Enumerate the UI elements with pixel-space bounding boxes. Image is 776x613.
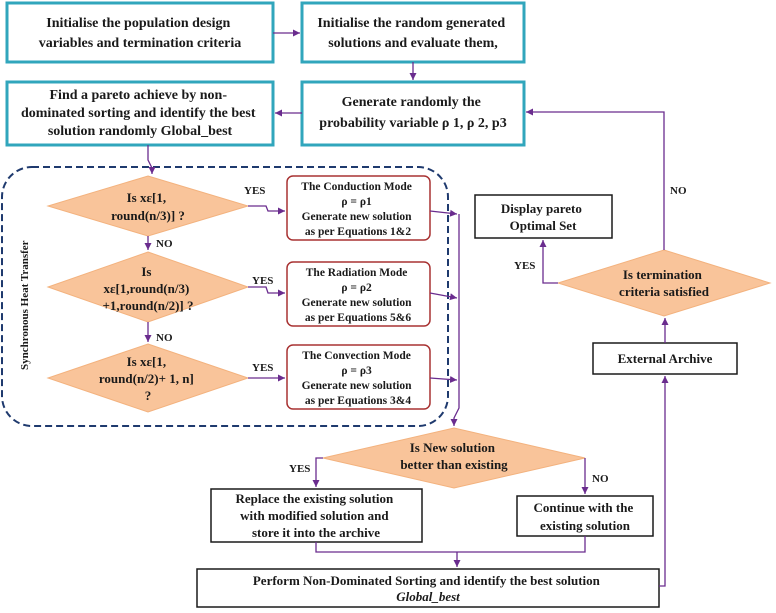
no-label-termination: NO xyxy=(670,185,687,197)
conduction-mode-box: The Conduction Mode ρ = ρ1 Generate new … xyxy=(286,175,431,241)
non-dominated-sorting-box: Perform Non-Dominated Sorting and identi… xyxy=(196,568,660,608)
convection-mode-box: The Convection Mode ρ = ρ3 Generate new … xyxy=(286,344,431,410)
no-label-new: NO xyxy=(592,473,609,485)
yes-label-d2: YES xyxy=(252,275,273,287)
svg-text:Is xε[1, round(n/2)+ 1,: Is xε[1, round(n/2)+ 1, n] ? xyxy=(99,354,197,403)
svg-text:The Conduction Mode ρ =: The Conduction Mode ρ = ρ1 Generate new … xyxy=(301,181,414,238)
display-pareto-box: Display pareto Optimal Set xyxy=(474,194,613,239)
svg-text:Initialise the random generate: Initialise the random generated solution… xyxy=(317,16,508,51)
svg-text:The Convection Mode ρ =: The Convection Mode ρ = ρ3 Generate new … xyxy=(302,350,415,407)
yes-label-new: YES xyxy=(289,463,310,475)
svg-text:Continue with the existi: Continue with the existing solution xyxy=(534,500,637,533)
svg-text:Generate randomly the pr: Generate randomly the probability variab… xyxy=(319,95,506,131)
decision-conduction: Is xε[1, round(n/3)] ? xyxy=(46,175,250,237)
svg-text:Initialise the population desi: Initialise the population design variabl… xyxy=(39,16,242,51)
side-label: Synchronous Heat Transfer xyxy=(19,240,31,370)
svg-text:Is xε[1, round(n/3)] ?: Is xε[1, round(n/3)] ? xyxy=(111,190,185,223)
init-population-box: Initialise the population design variabl… xyxy=(5,1,275,64)
new-solution-decision: Is New solution better than existing xyxy=(322,427,586,489)
continue-solution-box: Continue with the existing solution xyxy=(516,495,654,537)
termination-decision: Is termination criteria satisfied xyxy=(556,249,772,317)
svg-text:Is New solution better t: Is New solution better than existing xyxy=(400,440,508,472)
yes-label-d3: YES xyxy=(252,362,273,374)
svg-text:The Radiation Mode ρ = ρ: The Radiation Mode ρ = ρ2 Generate new s… xyxy=(302,267,415,324)
svg-text:External Archive: External Archive xyxy=(618,351,713,366)
replace-solution-box: Replace the existing solution with modif… xyxy=(210,488,423,543)
svg-text:Find a pareto achieve by non-: Find a pareto achieve by non- dominated … xyxy=(21,88,259,139)
pareto-archive-box: Find a pareto achieve by non- dominated … xyxy=(5,80,275,147)
yes-label-d1: YES xyxy=(244,185,265,197)
init-random-box: Initialise the random generated solution… xyxy=(300,1,526,64)
external-archive-box: External Archive xyxy=(592,342,738,375)
decision-convection: Is xε[1, round(n/2)+ 1, n] ? xyxy=(46,343,250,413)
radiation-mode-box: The Radiation Mode ρ = ρ2 Generate new s… xyxy=(286,261,431,327)
connectors xyxy=(144,29,669,587)
svg-text:Is termination criteria: Is termination criteria satisfied xyxy=(619,267,710,299)
no-label-d2: NO xyxy=(156,332,173,344)
generate-probability-box: Generate randomly the probability variab… xyxy=(300,80,526,147)
svg-text:Is xε[1,round(n/3): Is xε[1,round(n/3) +1,round(n/2)] ? xyxy=(103,264,194,313)
yes-label-termination: YES xyxy=(514,260,535,272)
svg-text:Display pareto Optimal S: Display pareto Optimal Set xyxy=(501,201,585,233)
svg-text:Perform Non-Dominated Sorting: Perform Non-Dominated Sorting and identi… xyxy=(253,573,603,604)
decision-radiation: Is xε[1,round(n/3) +1,round(n/2)] ? xyxy=(46,251,250,323)
svg-text:Replace the existing solution: Replace the existing solution with modif… xyxy=(235,491,396,540)
no-label-d1: NO xyxy=(156,238,173,250)
